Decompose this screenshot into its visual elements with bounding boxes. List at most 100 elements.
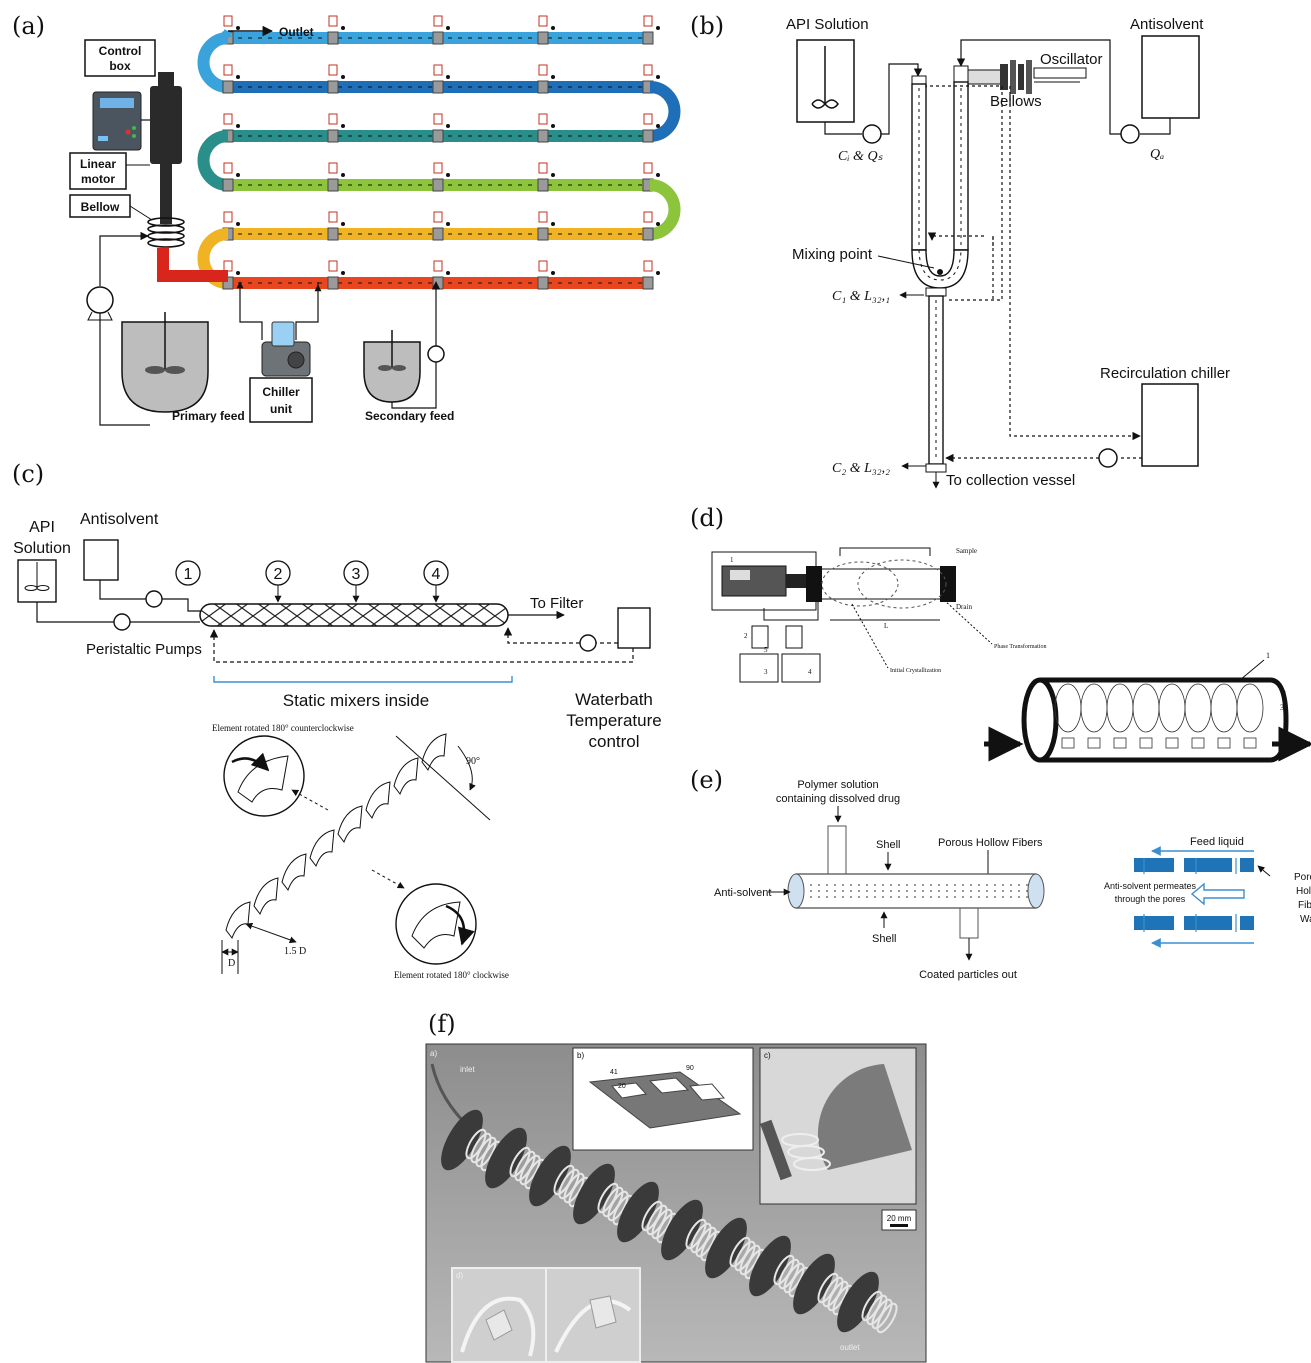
coil-turn xyxy=(519,1154,541,1186)
baffle-cell xyxy=(1165,737,1179,749)
antisolvent-label-b: Antisolvent xyxy=(1130,16,1204,33)
port-dot xyxy=(236,124,240,128)
panel-e: (e) Polymer solution containing dissolve… xyxy=(690,766,1311,981)
baffle-cell xyxy=(1243,737,1257,749)
port-dot xyxy=(656,124,660,128)
junction-block xyxy=(537,227,549,241)
baffle-disc xyxy=(705,1217,747,1279)
pump-c2-icon xyxy=(113,613,131,631)
helical-coil-reactor xyxy=(441,1109,898,1334)
panel-d: (d) 1 Sample Drain L Phase Transformatio… xyxy=(690,504,1311,763)
baffle-disc xyxy=(529,1145,571,1207)
baffle-disc xyxy=(661,1199,703,1261)
vortex-ring xyxy=(1080,683,1108,733)
temperature-probe-icon xyxy=(538,260,548,272)
waterbath-label-3: control xyxy=(588,732,639,751)
rot-ccw-label: Element rotated 180° counterclockwise xyxy=(212,723,354,733)
temperature-probe-icon xyxy=(538,211,548,223)
port-dot xyxy=(446,271,450,275)
wall-label-4: Wall xyxy=(1300,914,1311,925)
antisolvent-label-c: Antisolvent xyxy=(80,511,159,528)
junction-block xyxy=(327,227,339,241)
recirc-chiller-box xyxy=(1141,383,1199,467)
baffle-disc xyxy=(485,1127,527,1189)
scale-label: 20 mm xyxy=(887,1214,912,1223)
port-dot xyxy=(656,222,660,226)
port-dot xyxy=(341,75,345,79)
temperature-probe-icon xyxy=(328,211,338,223)
coil-turn xyxy=(739,1244,761,1276)
waterbath-label-2: Temperature xyxy=(566,711,661,730)
mixer-element xyxy=(365,781,391,820)
port-dot xyxy=(341,222,345,226)
junction-block xyxy=(537,129,549,143)
linear-motor-label-2: motor xyxy=(81,172,115,186)
panel-e-letter: (e) xyxy=(690,766,723,794)
d-n2: 2 xyxy=(744,632,748,640)
temperature-probe-icon xyxy=(223,162,233,174)
port-dot xyxy=(236,26,240,30)
junction-block xyxy=(537,80,549,94)
reactor-outlet-bend xyxy=(223,29,232,40)
api-solution-label: API Solution xyxy=(786,16,869,33)
port-dot xyxy=(551,222,555,226)
inset-dim-20: 20 xyxy=(618,1083,626,1090)
mixer-element xyxy=(309,829,335,868)
reactor-bend xyxy=(197,130,229,191)
L-label: L xyxy=(884,622,888,630)
drain-label: Drain xyxy=(956,603,972,611)
mixer-element xyxy=(225,901,251,940)
angle-label: 90° xyxy=(466,756,480,767)
junction-block xyxy=(642,276,654,290)
antisolvent-pump-b-icon xyxy=(1120,124,1140,144)
temperature-probe-icon xyxy=(538,113,548,125)
mixer-element xyxy=(253,877,279,916)
baffle-cell xyxy=(1191,737,1205,749)
reactor-bend xyxy=(197,32,229,93)
coil-turn xyxy=(651,1208,673,1240)
panel-f-letter: (f) xyxy=(428,1010,456,1038)
anti-solvent-label-e: Anti-solvent xyxy=(714,887,771,899)
recirc-chiller-label: Recirculation chiller xyxy=(1100,365,1230,382)
oscillator-plate-right xyxy=(940,566,956,602)
inset-dim-90: 90 xyxy=(686,1065,694,1072)
junction-block xyxy=(327,276,339,290)
to-filter-label: To Filter xyxy=(530,595,583,612)
baffle-cell xyxy=(1113,737,1127,749)
port-dot xyxy=(656,75,660,79)
junction-block xyxy=(537,276,549,290)
pump-c3-icon xyxy=(579,634,597,652)
junction-block xyxy=(537,31,549,45)
d-n1: 1 xyxy=(730,556,734,564)
c2-l-label: C₂ & L₃₂,₂ xyxy=(832,461,890,476)
junction-block xyxy=(432,80,444,94)
temperature-probe-icon xyxy=(223,260,233,272)
temperature-probe-icon xyxy=(433,15,443,27)
port-dot xyxy=(341,173,345,177)
inset-dim-41: 41 xyxy=(610,1069,618,1076)
junction-block xyxy=(432,178,444,192)
baffle-cell xyxy=(1217,737,1231,749)
linear-motor-label-1: Linear xyxy=(80,157,116,171)
ci-qs-label: Cᵢ & Qₛ xyxy=(838,149,884,164)
junction-block xyxy=(432,227,444,241)
port-dot xyxy=(236,75,240,79)
port-dot xyxy=(446,124,450,128)
junction-block xyxy=(222,178,234,192)
port-dot xyxy=(551,75,555,79)
waterbath-box xyxy=(617,607,651,649)
junction-block xyxy=(432,129,444,143)
baffle-disc xyxy=(573,1163,615,1225)
permeates-label-1: Anti-solvent permeates xyxy=(1104,881,1197,891)
temperature-probe-icon xyxy=(538,15,548,27)
port-dot xyxy=(656,26,660,30)
qa-label: Qₐ xyxy=(1150,147,1164,162)
injection-point-number: 4 xyxy=(432,566,441,583)
injection-point-circle xyxy=(175,560,201,586)
baffle-disc xyxy=(837,1271,879,1333)
port-dot xyxy=(446,173,450,177)
temperature-probe-icon xyxy=(328,260,338,272)
vortex-ring xyxy=(1158,683,1186,733)
phase-label: Phase Transformation xyxy=(994,643,1047,650)
